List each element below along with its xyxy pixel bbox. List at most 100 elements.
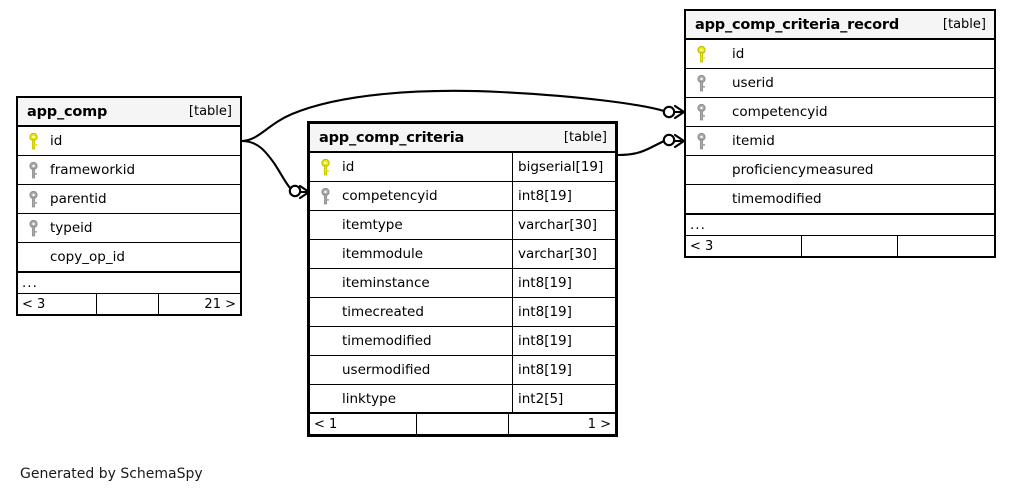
foreign-key-icon (692, 74, 710, 92)
footer-outgoing-count[interactable]: 21 > (158, 294, 240, 314)
column-row-timemodified[interactable]: timemodified (686, 185, 994, 214)
column-row-frameworkid[interactable]: frameworkid (18, 156, 240, 185)
column-row-proficiencymeasured[interactable]: proficiencymeasured (686, 156, 994, 185)
primary-key-icon (24, 132, 42, 150)
column-name-text: itemid (732, 133, 775, 149)
column-name-cell: copy_op_id (18, 243, 240, 271)
footer-incoming-count[interactable]: < 1 (314, 416, 338, 432)
more-columns-indicator: ... (18, 272, 240, 294)
column-name-cell: itemtype (310, 211, 512, 239)
footer-middle (416, 414, 508, 434)
column-name-text: id (50, 133, 63, 149)
foreign-key-icon (692, 103, 710, 121)
column-row-linktype[interactable]: linktype int2[5] (310, 385, 615, 414)
table-app-comp-criteria[interactable]: app_comp_criteria [table] id bigserial[1… (307, 121, 618, 437)
column-name-text: id (732, 46, 745, 62)
column-name-cell: timemodified (310, 327, 512, 355)
column-type-text: bigserial[19] (512, 153, 615, 181)
column-row-competencyid[interactable]: competencyid (686, 98, 994, 127)
column-row-id[interactable]: id (18, 127, 240, 156)
column-name-cell: parentid (18, 185, 240, 213)
column-type-text: int8[19] (512, 356, 615, 384)
column-row-itemtype[interactable]: itemtype varchar[30] (310, 211, 615, 240)
table-kind-label: [table] (188, 104, 232, 119)
column-row-timemodified[interactable]: timemodified int8[19] (310, 327, 615, 356)
column-name-text: itemtype (342, 217, 403, 233)
column-name-text: id (342, 159, 355, 175)
relationship-criteria-to-record-itemid (617, 133, 686, 157)
column-name-text: typeid (50, 220, 93, 236)
column-name-cell: proficiencymeasured (686, 156, 994, 184)
column-name-text: linktype (342, 390, 397, 407)
table-header-app-comp-criteria-record: app_comp_criteria_record [table] (686, 11, 994, 40)
column-row-id[interactable]: id (686, 40, 994, 69)
column-type-text: int8[19] (512, 298, 615, 326)
column-name-text: itemmodule (342, 246, 424, 262)
column-row-typeid[interactable]: typeid (18, 214, 240, 243)
generator-credit: Generated by SchemaSpy (20, 466, 203, 482)
footer-middle (801, 236, 897, 256)
column-row-copy-op-id[interactable]: copy_op_id (18, 243, 240, 272)
column-name-cell: id (18, 127, 240, 155)
table-header-app-comp: app_comp [table] (18, 98, 240, 127)
table-kind-label: [table] (563, 130, 607, 145)
column-name-cell: itemmodule (310, 240, 512, 268)
column-type-text: int2[5] (512, 385, 615, 412)
column-name-text: userid (732, 75, 774, 91)
column-name-cell: iteminstance (310, 269, 512, 297)
column-name-cell: usermodified (310, 356, 512, 384)
column-type-text: int8[19] (512, 182, 615, 210)
column-name-cell: timecreated (310, 298, 512, 326)
column-row-timecreated[interactable]: timecreated int8[19] (310, 298, 615, 327)
column-name-text: competencyid (342, 188, 438, 204)
more-columns-indicator: ... (686, 214, 994, 236)
column-name-cell: typeid (18, 214, 240, 242)
foreign-key-icon (316, 187, 334, 205)
foreign-key-icon (24, 190, 42, 208)
column-type-text: int8[19] (512, 327, 615, 355)
column-name-text: timemodified (732, 191, 822, 207)
column-row-parentid[interactable]: parentid (18, 185, 240, 214)
column-row-iteminstance[interactable]: iteminstance int8[19] (310, 269, 615, 298)
footer-incoming-count[interactable]: < 3 (22, 296, 46, 312)
footer-outgoing-count[interactable] (897, 236, 994, 256)
column-name-text: proficiencymeasured (732, 162, 874, 178)
table-app-comp[interactable]: app_comp [table] id (16, 96, 242, 316)
column-type-text: int8[19] (512, 269, 615, 297)
table-footer-app-comp-criteria: < 1 1 > (310, 414, 615, 434)
column-name-text: parentid (50, 191, 107, 207)
column-row-itemmodule[interactable]: itemmodule varchar[30] (310, 240, 615, 269)
primary-key-icon (692, 45, 710, 63)
column-name-text: competencyid (732, 104, 828, 120)
column-name-cell: competencyid (686, 98, 994, 126)
footer-incoming-count[interactable]: < 3 (690, 238, 714, 254)
column-row-competencyid[interactable]: competencyid int8[19] (310, 182, 615, 211)
table-app-comp-criteria-record[interactable]: app_comp_criteria_record [table] id (684, 9, 996, 258)
column-name-cell: timemodified (686, 185, 994, 213)
column-name-text: timecreated (342, 304, 424, 320)
column-name-cell: linktype (310, 385, 512, 412)
column-name-cell: competencyid (310, 182, 512, 210)
column-name-cell: userid (686, 69, 994, 97)
table-kind-label: [table] (942, 17, 986, 32)
column-row-id[interactable]: id bigserial[19] (310, 153, 615, 182)
primary-key-icon (316, 158, 334, 176)
column-name-text: usermodified (342, 362, 431, 378)
column-name-text: iteminstance (342, 275, 430, 291)
column-row-usermodified[interactable]: usermodified int8[19] (310, 356, 615, 385)
footer-middle (96, 294, 158, 314)
foreign-key-icon (24, 219, 42, 237)
column-row-userid[interactable]: userid (686, 69, 994, 98)
table-footer-app-comp-criteria-record: < 3 (686, 236, 994, 256)
column-type-text: varchar[30] (512, 211, 615, 239)
footer-outgoing-count[interactable]: 1 > (508, 414, 615, 434)
column-row-itemid[interactable]: itemid (686, 127, 994, 156)
column-type-text: varchar[30] (512, 240, 615, 268)
column-name-cell: id (686, 40, 994, 68)
column-name-text: timemodified (342, 333, 432, 349)
column-name-cell: id (310, 153, 512, 181)
table-footer-app-comp: < 3 21 > (18, 294, 240, 314)
column-name-cell: frameworkid (18, 156, 240, 184)
table-title: app_comp_criteria_record (695, 16, 899, 33)
